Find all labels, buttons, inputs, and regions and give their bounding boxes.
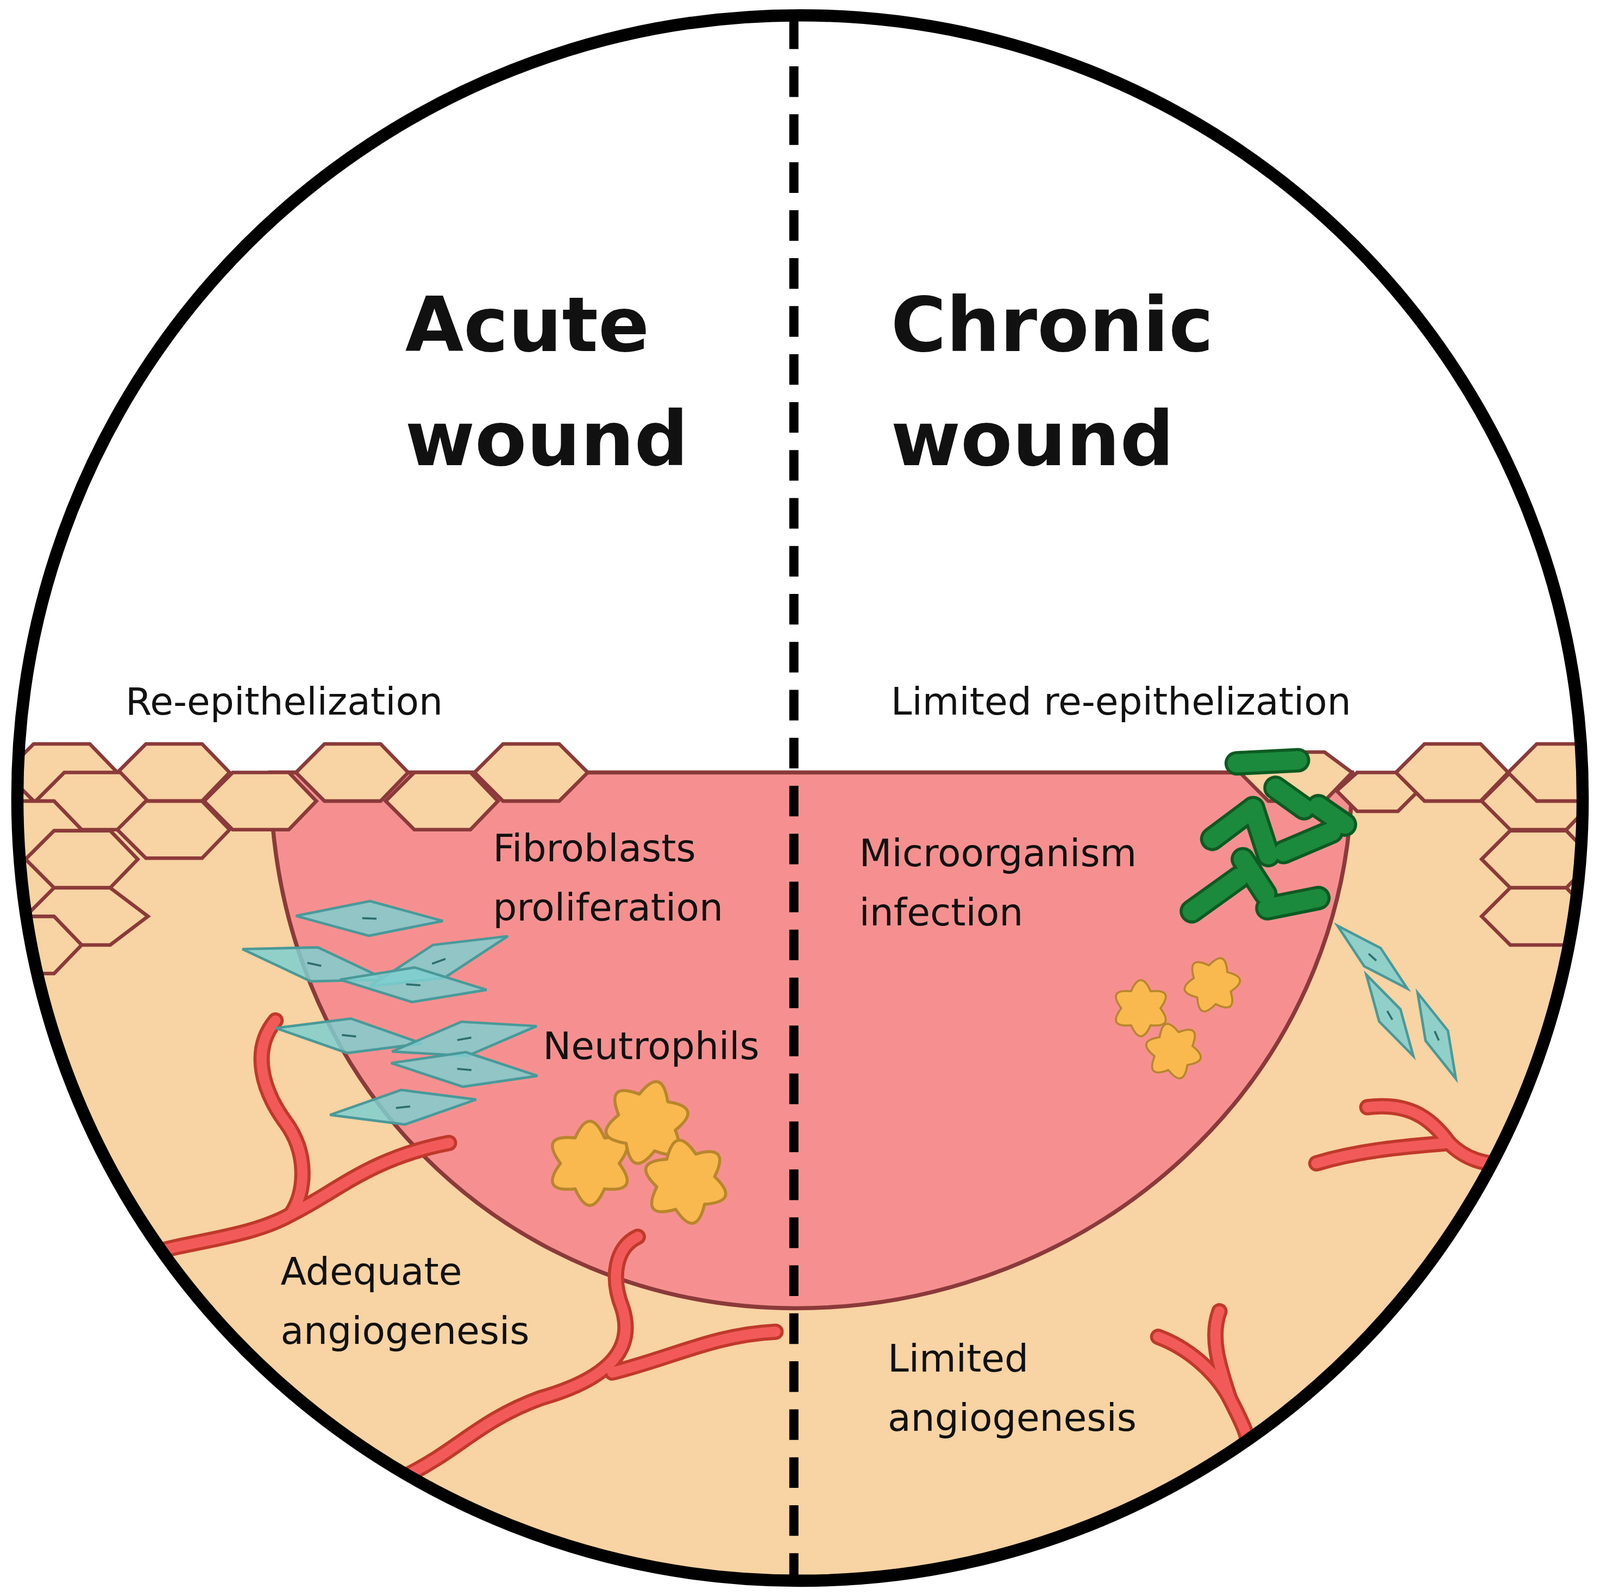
process-label: Re-epithelization	[125, 673, 443, 731]
vessel-label: Limited angiogenesis	[887, 1329, 1174, 1448]
blood-vessels	[163, 1020, 1511, 1475]
infection-label: Microorganism infection	[858, 824, 1186, 943]
cell-label: Fibroblasts proliferation	[492, 819, 789, 938]
cell-label: Neutrophils	[542, 1018, 760, 1076]
panel-heading: Acute wound	[405, 267, 753, 497]
vessel-label: Adequate angiogenesis	[280, 1242, 567, 1361]
divider-line	[789, 18, 799, 1582]
bacteria	[1191, 760, 1346, 912]
process-label: Limited re-epithelization	[891, 673, 1352, 731]
fibroblasts	[239, 898, 1468, 1132]
neutrophils	[552, 949, 1246, 1230]
panel-heading: Chronic wound	[891, 267, 1239, 497]
outer-circle	[17, 15, 1583, 1581]
